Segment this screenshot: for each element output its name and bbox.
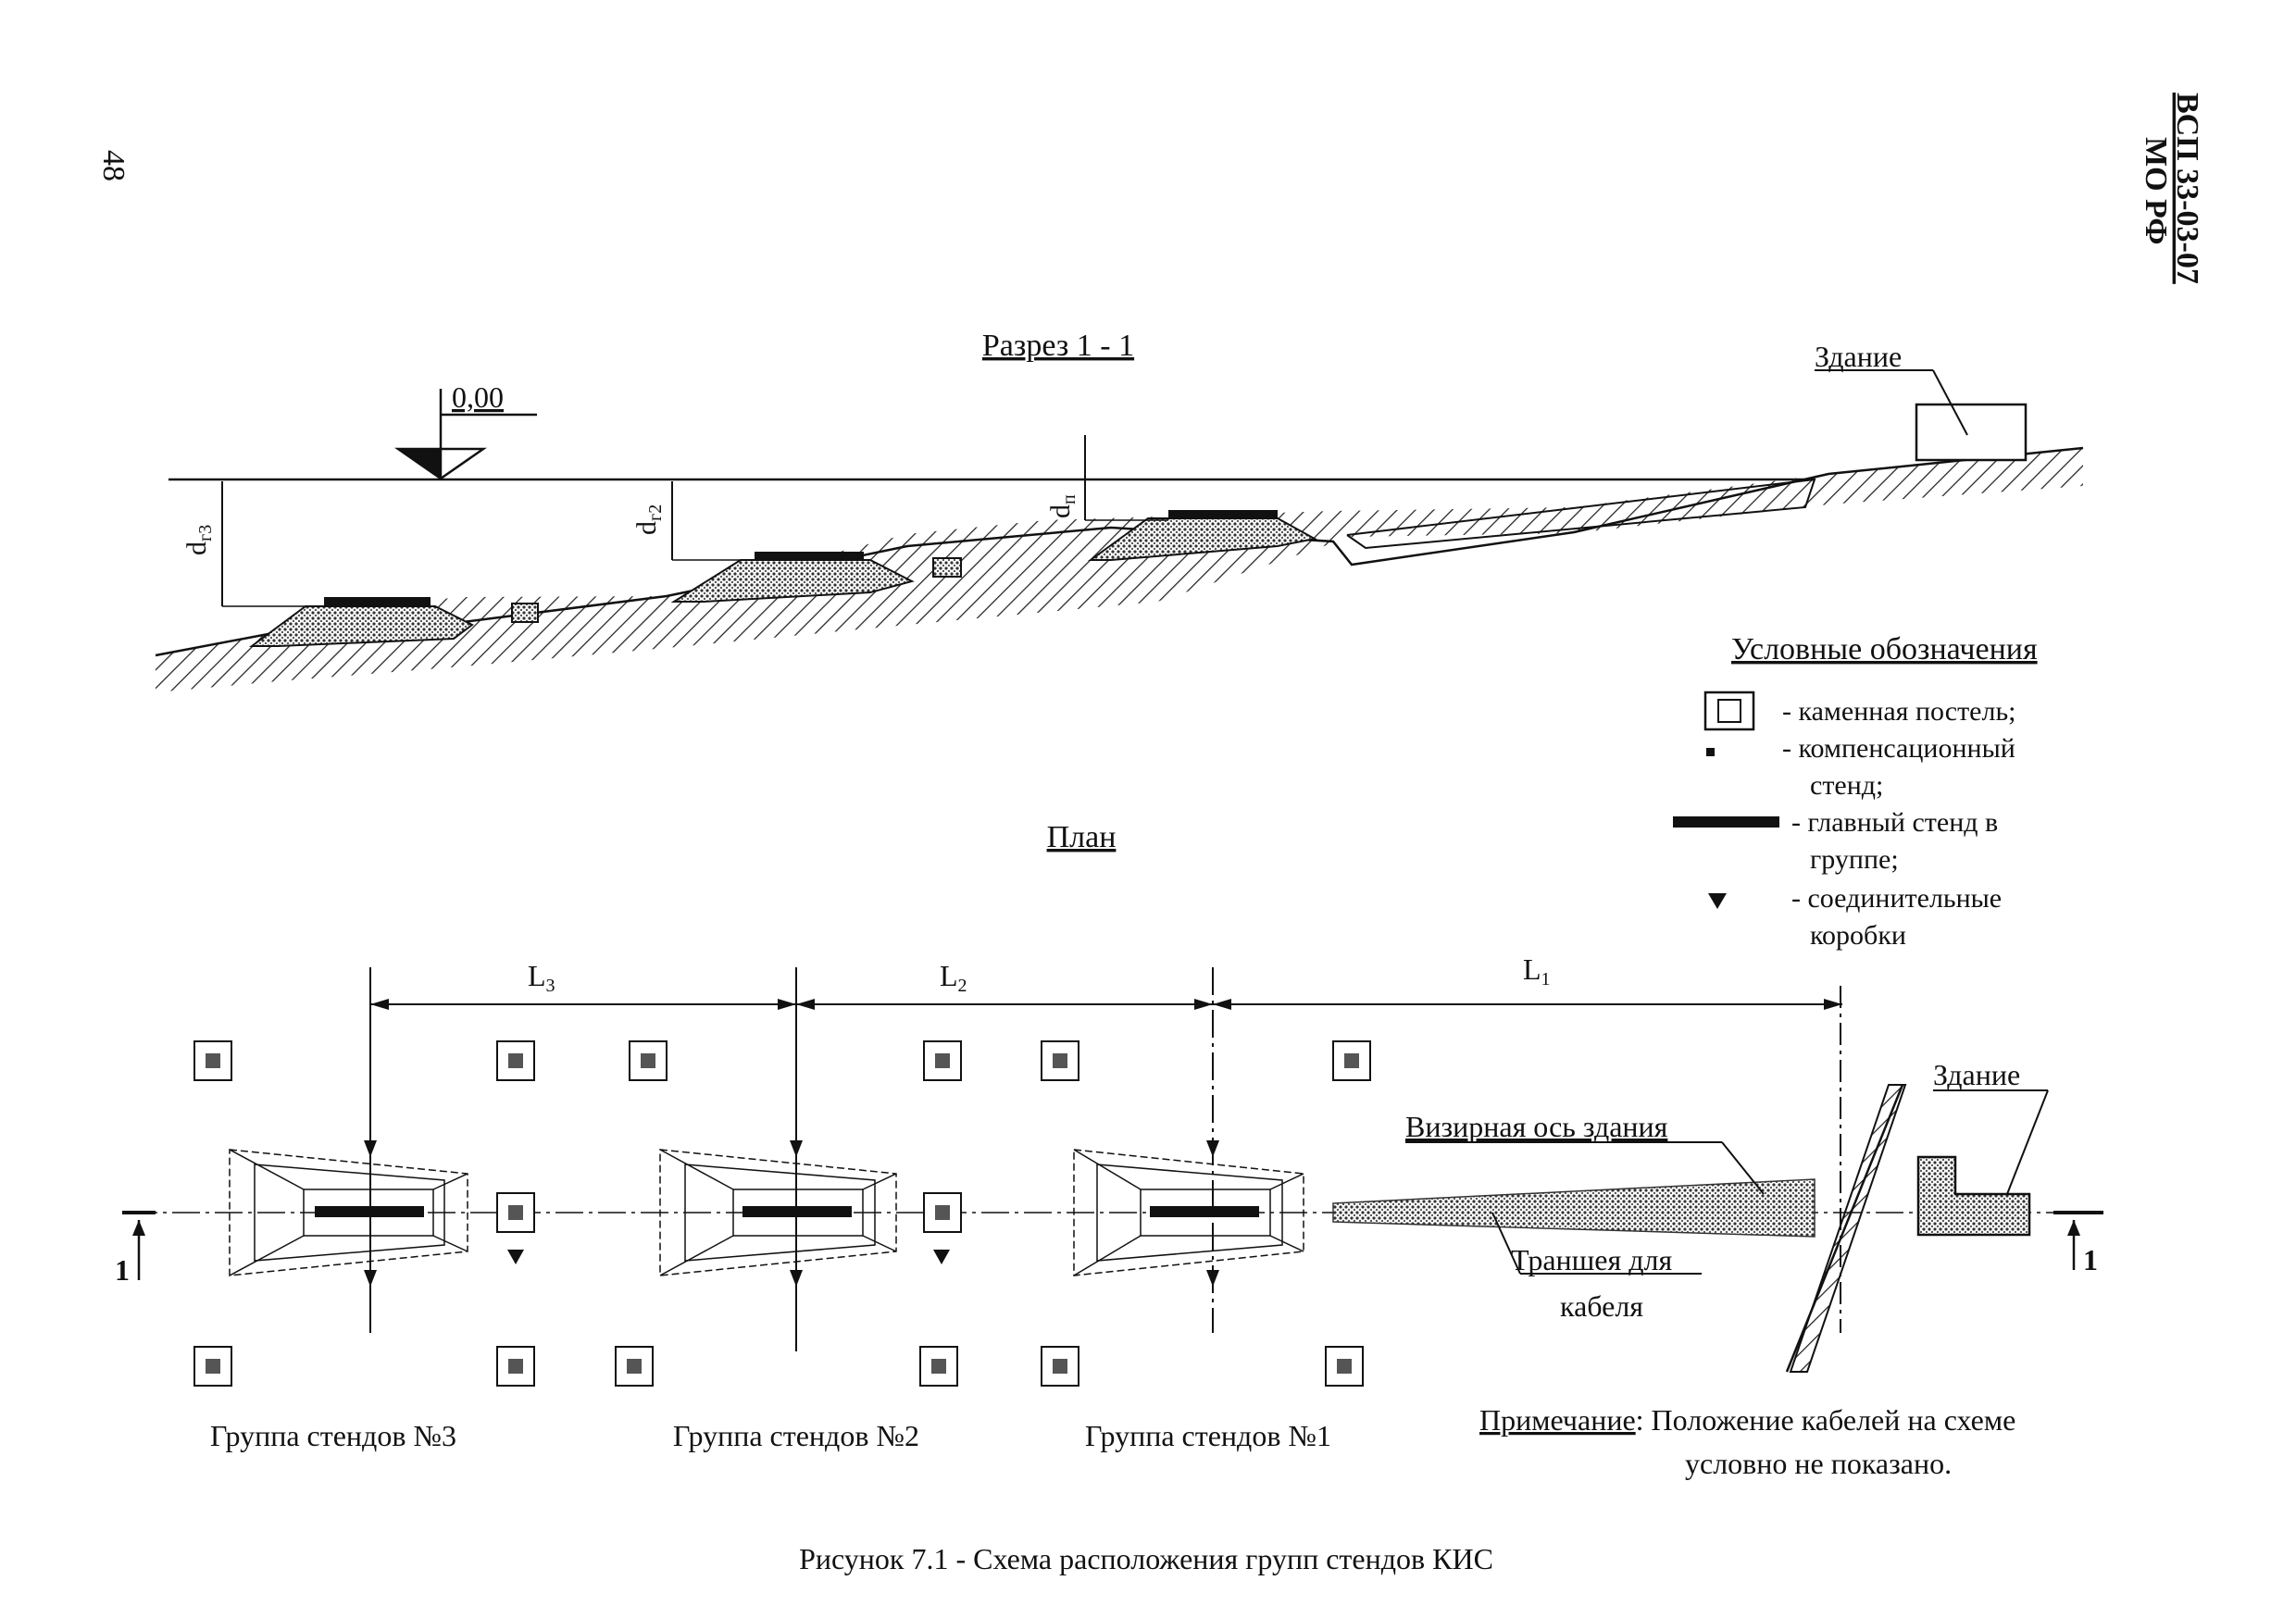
dim-l3-sub: 3 [546,976,555,996]
legend-item-2-line-1: - компенсационный [1782,733,2015,764]
trench-label-line-1: Траншея для [1511,1243,1672,1276]
note-text-line-1: : Положение кабелей на схеме [1636,1403,2016,1437]
comp-stand-mid-2 [923,1192,962,1233]
section-view: Разрез 1 - 1 0,00 [155,329,2084,692]
plan-building-label: Здание [1933,1058,2020,1091]
section-stand-group-3 [248,597,539,647]
section-mark-left [122,1211,156,1280]
stone-bed-icon [1703,691,1755,731]
level-mark-icon [394,389,537,480]
junction-box-1 [507,1250,524,1264]
legend-title: Условные обозначения [1731,632,2038,666]
junction-box-2 [933,1250,950,1264]
depth-dimension-dp: dп [1045,435,1168,521]
plan-title: План [1047,820,1117,854]
trench-label-line-2: кабеля [1560,1289,1643,1323]
comp-stand-r3-6 [1325,1346,1364,1387]
comp-stand-r1-3 [629,1040,668,1081]
svg-text:L3: L3 [528,959,555,996]
doc-org: МО РФ [2139,137,2173,244]
plan-stand-group-3 [229,967,468,1333]
group-label-3: Группа стендов №3 [210,1419,456,1452]
note-label: Примечание [1479,1403,1636,1437]
depth-sub-d3: г3 [195,525,216,541]
section-mark-right-label: 1 [2083,1243,2098,1276]
legend-item-3-line-2: группе; [1810,844,1899,875]
comp-stand-r3-4 [919,1346,958,1387]
section-building [1915,403,2028,462]
comp-stand-r1-4 [923,1040,962,1081]
legend: Условные обозначения - каменная постель;… [1673,632,2038,951]
section-stand-group-1 [1087,510,1317,561]
svg-text:dг3: dг3 [181,525,216,555]
group-label-2: Группа стендов №2 [673,1419,919,1452]
comp-stand-r1-2 [496,1040,535,1081]
sight-axis-label: Визирная ось здания [1405,1110,1668,1143]
plan-building [1916,1089,2049,1237]
svg-text:dп: dп [1045,494,1079,518]
svg-text:Примечание: Положение кабелей: Примечание: Положение кабелей на схеме [1479,1403,2015,1437]
comp-stand-r3-1 [193,1346,232,1387]
section-mark-left-label: 1 [115,1253,130,1287]
note: Примечание: Положение кабелей на схеме у… [1479,1403,2015,1480]
plan-stand-group-1 [1073,967,1304,1333]
comp-stand-r1-6 [1332,1040,1371,1081]
note-text-line-2: условно не показано. [1685,1447,1952,1480]
depth-label-d2: d [631,521,662,535]
section-title: Разрез 1 - 1 [982,329,1134,363]
comp-stand-r1-5 [1041,1040,1079,1081]
dim-l2-sub: 2 [958,976,967,996]
plan-dimension-line [370,999,1842,1010]
plan-stand-group-2 [659,967,897,1351]
plan-slope-hatch [1789,1084,1907,1373]
comp-stand-r3-2 [496,1346,535,1387]
svg-text:L1: L1 [1523,952,1551,989]
plan-view: План 1 1 L3 L2 [115,820,2103,1452]
legend-item-4-line-1: - соединительные [1791,883,2002,914]
compensation-stands [193,1040,1371,1387]
group-label-1: Группа стендов №1 [1085,1419,1331,1452]
comp-stand-mid-1 [496,1192,535,1233]
depth-sub-dp: п [1059,494,1079,504]
page-number: 48 [96,150,131,181]
cable-trench [1332,1178,1816,1238]
compensation-stand-icon [1706,748,1715,756]
depth-dimension-d3: dг3 [181,481,324,607]
depth-sub-d2: г2 [645,504,666,521]
comp-stand-r3-3 [615,1346,654,1387]
comp-stand-r3-5 [1041,1346,1079,1387]
depth-label-dp: d [1045,504,1076,518]
legend-item-1-line-1: - каменная постель; [1782,696,2015,727]
dim-l2-label: L [940,959,958,992]
level-mark-label: 0,00 [452,380,504,414]
doc-code: ВСП 33-03-07 [2170,93,2204,284]
svg-text:L2: L2 [940,959,967,996]
comp-stand-r1-1 [193,1040,232,1081]
main-stand-icon [1673,816,1779,828]
trench-section-line [1346,478,1816,550]
junction-box-icon [1708,893,1727,909]
section-mark-right [2053,1211,2103,1270]
figure-caption: Рисунок 7.1 - Схема расположения групп с… [799,1542,1493,1575]
legend-item-4-line-2: коробки [1810,920,1906,951]
svg-text:dг2: dг2 [631,504,666,535]
depth-label-d3: d [181,541,212,555]
section-building-label: Здание [1815,340,1902,373]
depth-dimension-d2: dг2 [631,481,755,561]
dim-l1-label: L [1523,952,1541,986]
legend-item-2-line-2: стенд; [1810,770,1883,801]
ground-hatch [156,448,2083,692]
legend-item-3-line-1: - главный стенд в [1791,807,1998,838]
dim-l3-label: L [528,959,546,992]
dim-l1-sub: 1 [1541,969,1551,989]
